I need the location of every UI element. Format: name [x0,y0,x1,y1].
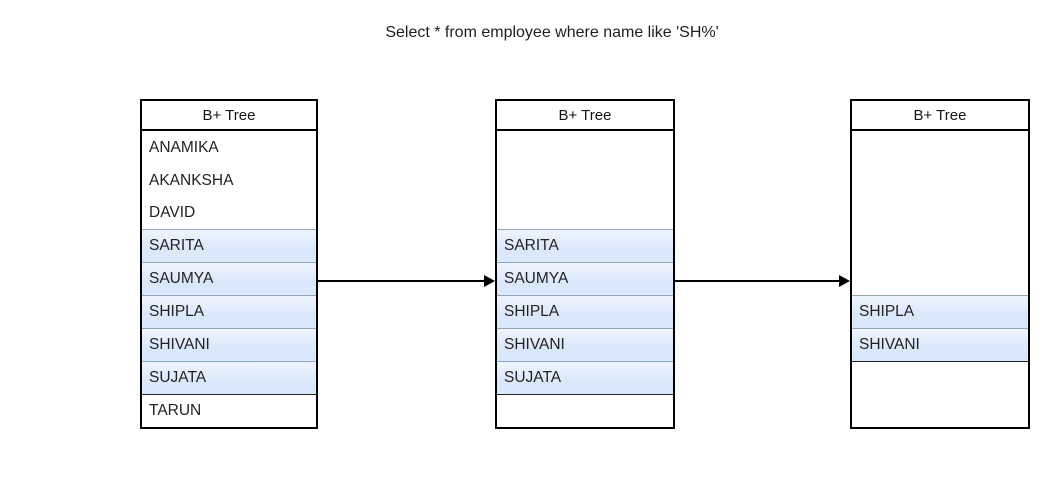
btree-box-header: B+ Tree [142,101,316,131]
row-shipla: SHIPLA [852,295,1028,328]
row-saumya: SAUMYA [497,262,673,295]
row-akanksha: AKANKSHA [142,164,316,197]
btree-box-header: B+ Tree [852,101,1028,131]
row-shivani: SHIVANI [852,328,1028,361]
row-anamika: ANAMIKA [142,131,316,164]
row-shivani: SHIVANI [497,328,673,361]
row-tarun: TARUN [142,394,316,427]
row-empty [497,394,673,427]
row-sujata: SUJATA [497,361,673,394]
row-shipla: SHIPLA [497,295,673,328]
row-sarita: SARITA [497,229,673,262]
row-sujata: SUJATA [142,361,316,394]
row-sarita: SARITA [142,229,316,262]
row-shipla: SHIPLA [142,295,316,328]
row-empty [852,361,1028,427]
query-title: Select * from employee where name like '… [385,24,719,41]
row-shivani: SHIVANI [142,328,316,361]
row-david: DAVID [142,197,316,229]
row-saumya: SAUMYA [142,262,316,295]
row-empty [852,131,1028,295]
row-empty [497,131,673,229]
arrow-box2-to-box3 [675,275,850,287]
btree-box-header: B+ Tree [497,101,673,131]
arrow-box1-to-box2 [318,275,495,287]
